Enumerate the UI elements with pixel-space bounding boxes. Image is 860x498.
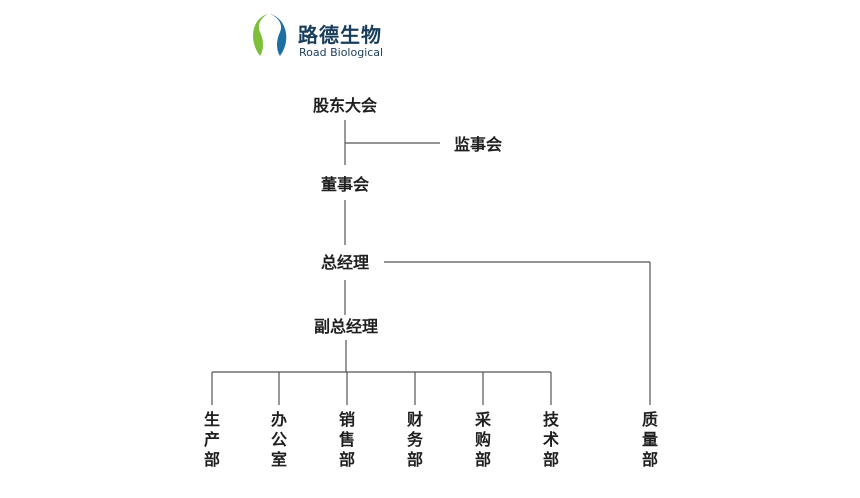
leaf-logo-icon	[253, 14, 287, 59]
logo-name-en: Road Biological	[299, 46, 384, 59]
node-dept-office: 办公室	[270, 410, 287, 469]
node-dept-purchasing: 采购部	[474, 410, 491, 469]
node-board-of-directors: 董事会	[320, 175, 370, 194]
node-dept-finance: 财务部	[406, 410, 423, 469]
node-shareholders-meeting: 股东大会	[312, 96, 378, 115]
node-dept-technology: 技术部	[542, 410, 559, 469]
logo-name-cn: 路德生物	[298, 23, 382, 47]
node-dept-production: 生产部	[203, 410, 220, 469]
company-logo: 路德生物 Road Biological	[246, 10, 406, 60]
node-supervisory-board: 监事会	[453, 135, 503, 154]
node-general-manager: 总经理	[320, 253, 370, 272]
node-dept-quality: 质量部	[641, 410, 658, 469]
node-deputy-general-manager: 副总经理	[313, 317, 379, 336]
node-dept-sales: 销售部	[338, 410, 355, 469]
